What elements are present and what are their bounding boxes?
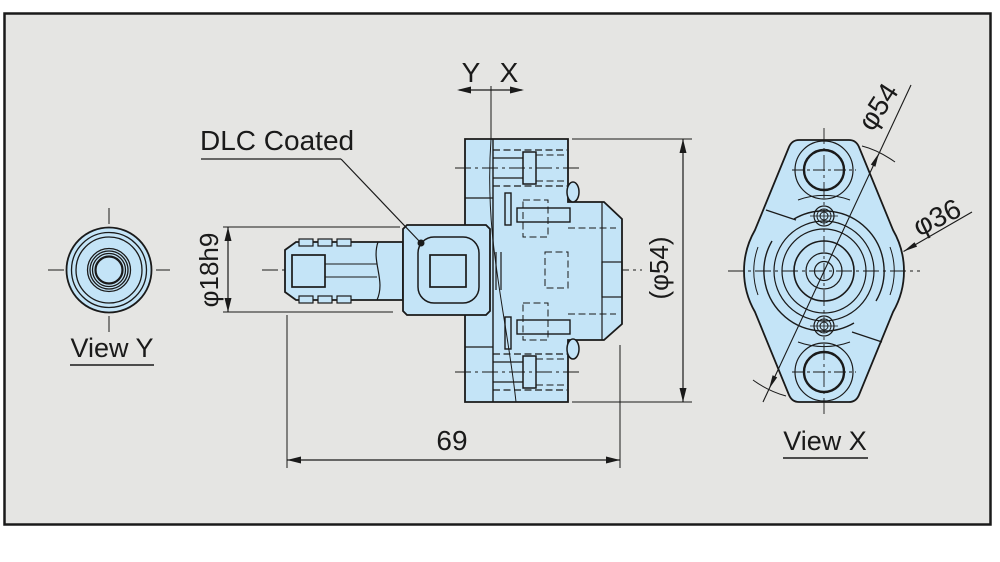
main-body-outline <box>464 138 623 403</box>
section-break-line <box>489 138 517 403</box>
slot-edge <box>765 209 797 221</box>
hidden-detail <box>544 251 569 289</box>
arrow-down-icon <box>679 388 687 402</box>
shaft <box>284 238 404 304</box>
leader-line <box>340 158 422 244</box>
view-direction-indicator: Y X <box>457 57 524 139</box>
view-y <box>48 208 170 332</box>
edge-arc <box>797 194 851 201</box>
view-y-circle <box>70 231 148 309</box>
hidden-detail <box>522 199 549 238</box>
edge-arc <box>753 246 759 296</box>
view-x-circle <box>781 228 867 314</box>
serration <box>317 295 333 304</box>
arrow-up-icon <box>224 227 232 241</box>
mech-detail <box>504 316 512 350</box>
dim-shaft-diameter-text: φ18h9 <box>194 233 224 308</box>
arrow-down-left-icon <box>903 242 918 252</box>
arrow-right-icon <box>606 456 620 464</box>
view-y-circle <box>75 236 143 304</box>
serration <box>336 295 352 304</box>
direction-y-label: Y <box>462 57 481 88</box>
view-y-outer-circle <box>65 226 153 314</box>
dimension-body-diameter-ref: (φ54) <box>572 138 692 403</box>
nozzle-detail <box>601 261 623 298</box>
view-x-label: View X <box>783 426 867 456</box>
arrow-up-icon <box>679 139 687 153</box>
clamp-block <box>402 224 491 316</box>
arrow-down-left-icon <box>769 375 778 389</box>
view-y-bore-circle <box>94 255 124 285</box>
view-x-circle <box>773 220 875 322</box>
view-y-label: View Y <box>70 333 153 363</box>
serration <box>317 238 333 247</box>
arc-tail <box>752 379 787 397</box>
slot-edge <box>851 331 883 343</box>
serration <box>336 238 352 247</box>
edge-arc <box>889 246 895 296</box>
rod-detail <box>516 319 571 335</box>
serration <box>298 238 314 247</box>
hex-socket <box>291 254 326 288</box>
oring-top <box>566 181 580 203</box>
dimension-overall-length: 69 <box>286 315 621 468</box>
arrow-left-icon <box>287 456 301 464</box>
clamp-outline <box>402 224 491 316</box>
view-y-circle <box>86 247 132 293</box>
dimension-line <box>762 84 912 403</box>
coating-label: DLC Coated <box>200 125 354 156</box>
shaft-break-line <box>375 241 381 301</box>
shaft-outline <box>284 241 404 301</box>
dimension-shaft-diameter: φ18h9 <box>194 226 400 313</box>
view-x-circle <box>805 252 843 290</box>
rod-detail <box>516 207 571 223</box>
oring-bottom <box>566 338 580 360</box>
view-x-circle <box>813 260 835 282</box>
arrow-right-icon <box>510 86 524 94</box>
mech-detail <box>504 192 512 226</box>
arrow-up-right-icon <box>870 153 879 167</box>
coating-note: DLC Coated <box>200 125 425 247</box>
direction-x-label: X <box>500 57 519 88</box>
edge-arc <box>797 341 851 348</box>
view-x-circle <box>793 240 855 302</box>
main-body <box>455 138 623 403</box>
dim-overall-length-text: 69 <box>436 425 467 456</box>
view-y-circle <box>89 250 129 290</box>
clamp-socket <box>429 254 467 288</box>
hidden-detail <box>522 302 549 341</box>
serration <box>298 295 314 304</box>
clamp-pocket <box>417 236 480 304</box>
arrow-left-icon <box>457 86 471 94</box>
arrow-down-icon <box>224 298 232 312</box>
arc-tail <box>861 145 896 163</box>
view-y-circle <box>91 252 127 288</box>
leader-dot <box>417 239 425 247</box>
dim-body-diameter-ref-text: (φ54) <box>644 236 674 299</box>
